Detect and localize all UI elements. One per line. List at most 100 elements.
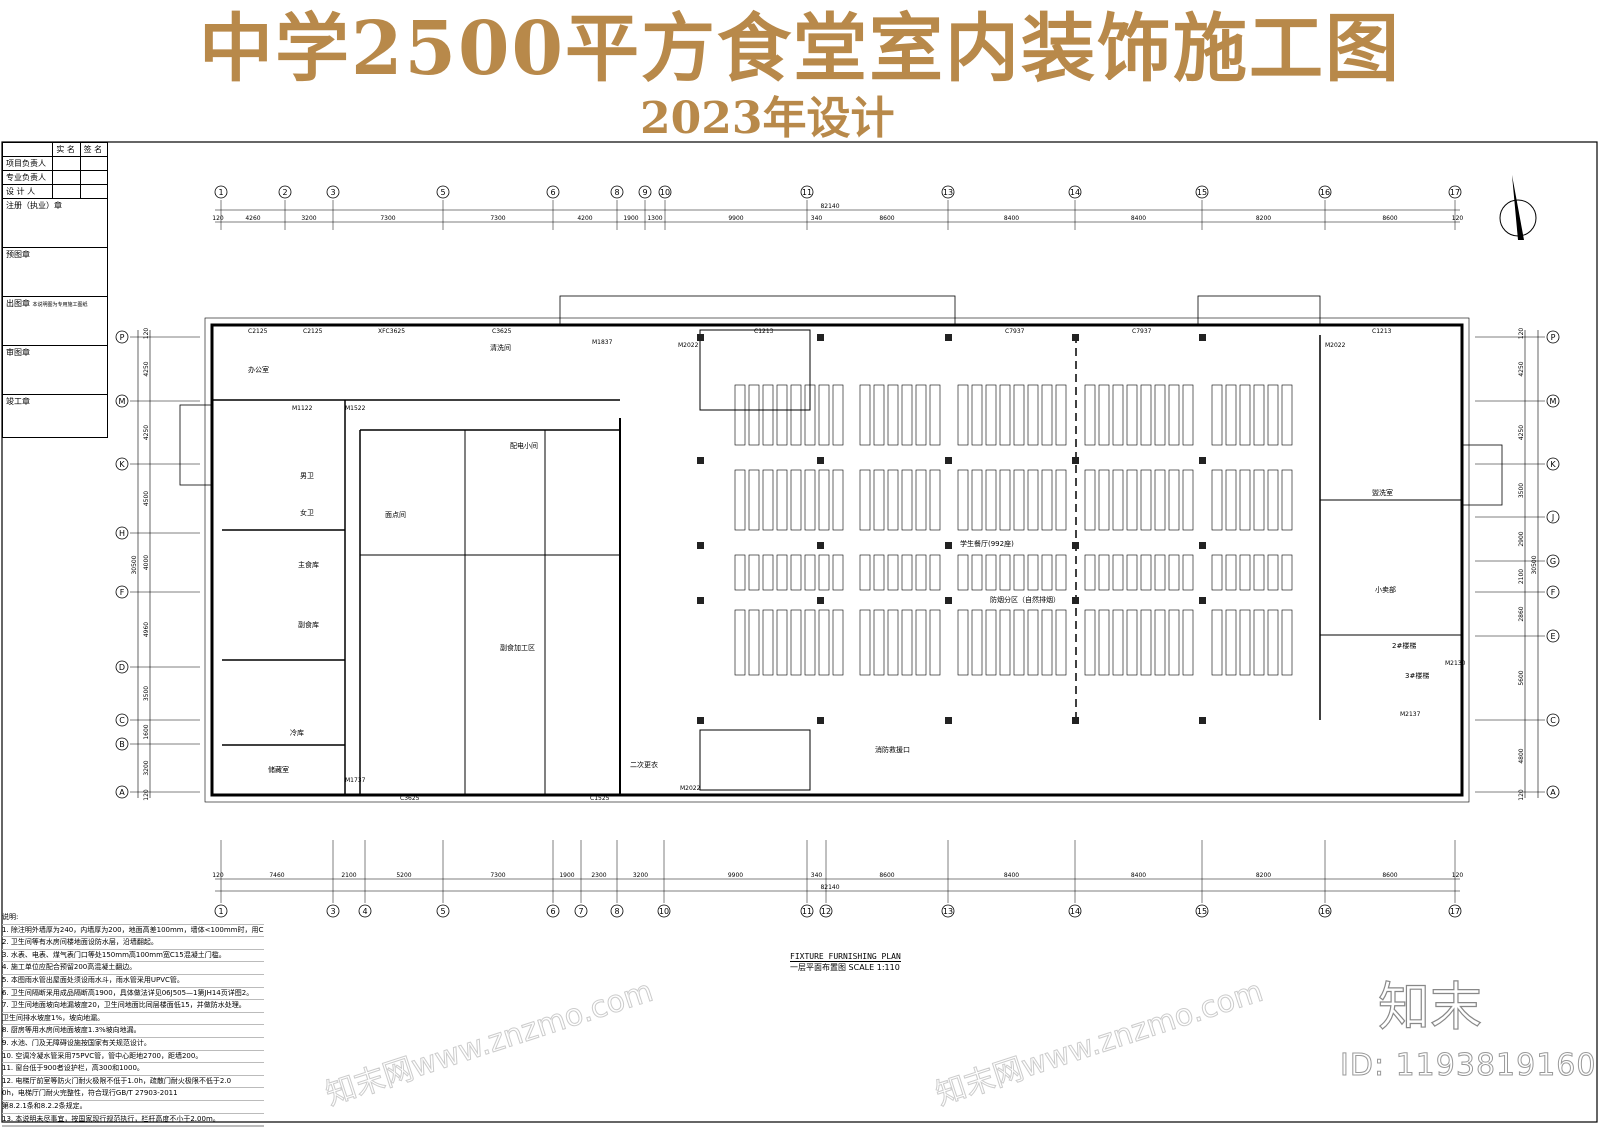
dimension-value: 5200 bbox=[396, 872, 411, 879]
dining-table bbox=[790, 554, 802, 591]
name-cell bbox=[52, 170, 81, 185]
room-label: 小卖部 bbox=[1375, 585, 1396, 594]
door-tag: M1122 bbox=[292, 405, 313, 412]
plan-caption-chinese: 一层平面布置图 bbox=[790, 963, 846, 972]
dimension-value: 2100 bbox=[341, 872, 356, 879]
dining-table bbox=[1055, 554, 1067, 591]
grid-top-label: 6 bbox=[550, 188, 555, 197]
signature-cell bbox=[79, 184, 109, 199]
dining-table bbox=[957, 554, 969, 591]
notes-list: 1. 除注明外墙厚为240，内墙厚为200，地面高差100mm，墙体<100mm… bbox=[2, 925, 264, 1128]
column bbox=[945, 457, 952, 464]
grid-left-label: M bbox=[119, 397, 126, 406]
dining-table bbox=[859, 609, 871, 676]
dining-table bbox=[1154, 554, 1166, 591]
dining-table bbox=[929, 384, 941, 446]
grid-bottom-label: 1 bbox=[218, 907, 223, 916]
dimension-value: 120 bbox=[1452, 872, 1464, 879]
dining-table bbox=[1182, 384, 1194, 446]
column bbox=[817, 457, 824, 464]
dining-table bbox=[1013, 384, 1025, 446]
grid-bottom-bubble bbox=[941, 904, 955, 918]
grid-top-bubble bbox=[326, 185, 340, 199]
grid-bottom-bubble bbox=[214, 904, 228, 918]
dining-table bbox=[971, 469, 983, 531]
dining-table bbox=[804, 554, 816, 591]
grid-top-label: 1 bbox=[218, 188, 223, 197]
dining-table bbox=[1013, 554, 1025, 591]
note-item: 9. 水池、门及无障碍设施按国家有关规范设计。 bbox=[2, 1038, 264, 1051]
dining-table bbox=[1126, 609, 1138, 676]
grid-top-bubble bbox=[1068, 185, 1082, 199]
grid-bottom-label: 8 bbox=[614, 907, 619, 916]
dining-table bbox=[915, 469, 927, 531]
dining-table bbox=[971, 554, 983, 591]
dining-table bbox=[1055, 384, 1067, 446]
dining-table bbox=[1126, 384, 1138, 446]
grid-bottom-label: 15 bbox=[1197, 907, 1207, 916]
door-tag: C1213 bbox=[754, 328, 774, 335]
dining-table bbox=[762, 384, 774, 446]
note-item: 1. 除注明外墙厚为240，内墙厚为200，地面高差100mm，墙体<100mm… bbox=[2, 925, 264, 938]
dining-table bbox=[1225, 384, 1237, 446]
grid-right-label: A bbox=[1550, 788, 1556, 797]
dining-table bbox=[1084, 609, 1096, 676]
dimension-value: 9900 bbox=[728, 872, 743, 879]
column bbox=[1072, 334, 1079, 341]
dimension-value: 3200 bbox=[143, 760, 150, 775]
dimension-value: 1900 bbox=[623, 215, 638, 222]
dining-table bbox=[1013, 469, 1025, 531]
grid-left-bubble bbox=[115, 394, 129, 408]
image-id: ID: 1193819160 bbox=[1339, 1048, 1597, 1084]
dining-table bbox=[762, 554, 774, 591]
dining-table bbox=[985, 469, 997, 531]
dimension-value: 8400 bbox=[1004, 215, 1019, 222]
dimension-value: 120 bbox=[1518, 789, 1525, 801]
dining-table bbox=[734, 469, 746, 531]
dimension-value: 2860 bbox=[1518, 606, 1525, 621]
grid-bottom-bubble bbox=[574, 904, 588, 918]
dining-table bbox=[1112, 469, 1124, 531]
grid-top-label: 15 bbox=[1197, 188, 1207, 197]
note-item: 3. 水表、电表、煤气表门口等处150mm高100mm宽C15混凝土门槛。 bbox=[2, 950, 264, 963]
room-label: 面点间 bbox=[385, 511, 406, 519]
grid-bottom-bubble bbox=[358, 904, 372, 918]
dining-table bbox=[1267, 469, 1279, 531]
grid-bottom-bubble bbox=[546, 904, 560, 918]
dining-table bbox=[1140, 469, 1152, 531]
dimension-value: 4000 bbox=[143, 555, 150, 570]
note-item: 0h，电梯厅门耐火完整性，符合现行GB/T 27903-2011 bbox=[2, 1088, 264, 1101]
grid-top-bubble bbox=[1448, 185, 1462, 199]
dining-table bbox=[873, 554, 885, 591]
grid-right-bubble bbox=[1546, 554, 1560, 568]
dimension-value: 9900 bbox=[728, 215, 743, 222]
room-label: 学生餐厅(992座) bbox=[960, 539, 1014, 548]
dining-table bbox=[748, 384, 760, 446]
grid-left-label: K bbox=[119, 460, 125, 469]
door-tag: M2022 bbox=[1325, 342, 1346, 349]
grid-top-label: 9 bbox=[642, 188, 647, 197]
dimension-value: 2100 bbox=[1518, 569, 1525, 584]
dining-table bbox=[1098, 469, 1110, 531]
dining-table bbox=[873, 609, 885, 676]
dining-table bbox=[1225, 609, 1237, 676]
dimension-value: 4260 bbox=[245, 215, 260, 222]
drawing-subtitle: 2023年设计 bbox=[640, 93, 895, 144]
column bbox=[1199, 457, 1206, 464]
dining-table bbox=[957, 609, 969, 676]
grid-bottom-bubble bbox=[657, 904, 671, 918]
dining-table bbox=[762, 469, 774, 531]
grid-bottom-bubble bbox=[800, 904, 814, 918]
grid-right-bubble bbox=[1546, 457, 1560, 471]
dimension-value: 120 bbox=[212, 872, 224, 879]
dining-table bbox=[1168, 469, 1180, 531]
door-tag: M1737 bbox=[345, 777, 366, 784]
structural-columns bbox=[697, 334, 1206, 724]
grid-right-label: F bbox=[1551, 588, 1556, 597]
dimension-value: 4960 bbox=[143, 622, 150, 637]
dining-table bbox=[915, 554, 927, 591]
dimension-total: 30500 bbox=[1531, 555, 1538, 574]
grid-right-bubble bbox=[1546, 713, 1560, 727]
dining-table bbox=[873, 384, 885, 446]
